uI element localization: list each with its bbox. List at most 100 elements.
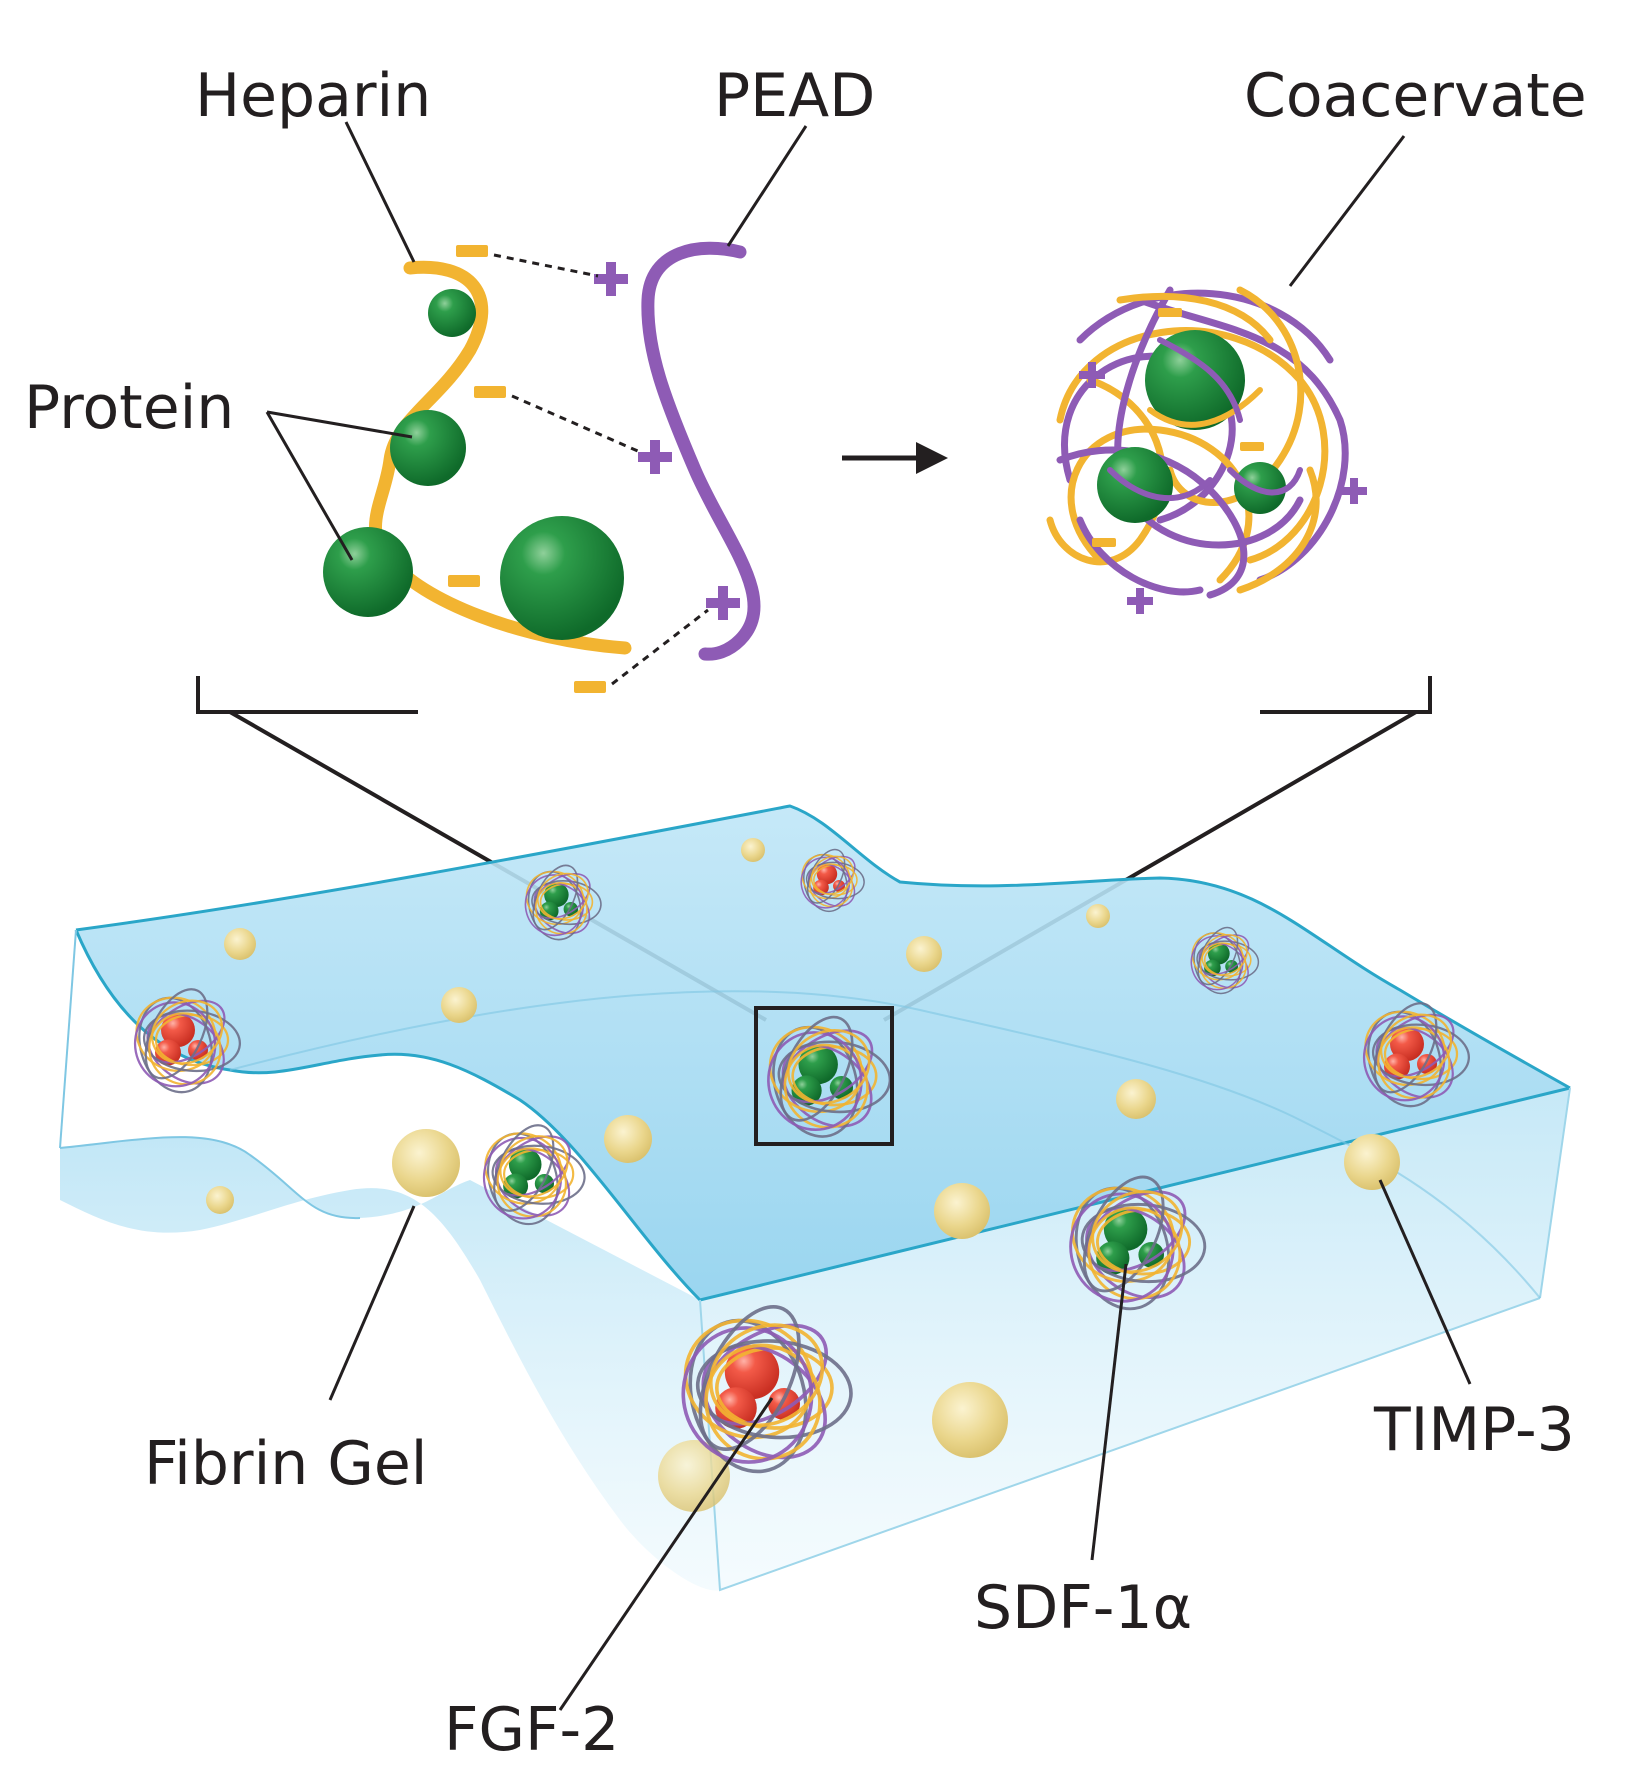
label-timp3: TIMP-3 xyxy=(1373,1395,1575,1465)
timp3-particle xyxy=(1344,1134,1400,1190)
polymer-strand xyxy=(786,1029,871,1105)
timp3-particle xyxy=(206,1186,234,1214)
polymer-strand xyxy=(491,1144,586,1205)
protein-sphere xyxy=(1097,447,1173,523)
positive-charge-icon xyxy=(1341,478,1367,504)
fgf2-protein-sphere xyxy=(715,1387,757,1429)
sdf1a-protein-sphere xyxy=(503,1173,529,1199)
polymer-strand xyxy=(1082,1175,1165,1293)
mini-coacervate xyxy=(482,1124,586,1226)
label-fibrin-gel: Fibrin Gel xyxy=(144,1429,427,1499)
polymer-strand xyxy=(779,1015,854,1122)
pead-strand xyxy=(641,241,761,661)
positive-charge-icon xyxy=(706,586,740,620)
timp3-particle xyxy=(658,1440,730,1512)
label-coacervate: Coacervate xyxy=(1244,61,1587,131)
polymer-strand xyxy=(537,872,589,920)
timp3-particle xyxy=(224,928,256,960)
mini-coacervate xyxy=(133,988,241,1094)
mini-coacervate xyxy=(767,1015,892,1138)
bottom-leader-lines xyxy=(328,1179,1472,1711)
polymer-strand xyxy=(806,848,846,904)
negative-charge-icon xyxy=(456,245,488,257)
positive-charge-icon xyxy=(1127,588,1153,614)
polymer-strand xyxy=(1080,1202,1207,1284)
polymer-strand xyxy=(708,1323,825,1428)
label-protein: Protein xyxy=(24,373,234,443)
polymer-strand xyxy=(1091,1190,1184,1274)
positive-charge-icon xyxy=(638,440,672,474)
mini-coacervate xyxy=(1362,1002,1470,1108)
timp3-particle xyxy=(934,1183,990,1239)
polymer-strand xyxy=(144,988,209,1080)
negative-charge-icon xyxy=(474,386,506,398)
timp3-particles xyxy=(206,838,1400,1512)
mini-coacervate xyxy=(1069,1175,1207,1311)
sdf1a-protein-sphere xyxy=(539,901,559,921)
label-sdf1a: SDF-1α xyxy=(974,1573,1192,1643)
mini-coacervate xyxy=(681,1304,853,1474)
positive-charge-icon xyxy=(594,262,628,296)
mini-coacervate xyxy=(800,848,865,913)
protein-sphere xyxy=(390,410,466,486)
timp3-particle xyxy=(1116,1079,1156,1119)
polymer-strand xyxy=(1371,1023,1470,1087)
negative-charge-icon xyxy=(448,575,480,587)
label-fgf2: FGF-2 xyxy=(444,1695,619,1764)
polymer-strand xyxy=(532,864,579,931)
protein-sphere xyxy=(1145,330,1245,430)
polymer-strand xyxy=(151,999,224,1065)
polymer-strand xyxy=(1380,1013,1453,1079)
timp3-particle xyxy=(1086,904,1110,928)
timp3-particle xyxy=(906,936,942,972)
positive-charge-icon xyxy=(1079,362,1105,388)
label-heparin: Heparin xyxy=(195,61,431,131)
interaction-lines xyxy=(493,253,709,686)
reaction-arrow xyxy=(842,442,948,474)
label-pead: PEAD xyxy=(714,61,875,131)
negative-charge-icon xyxy=(574,681,606,693)
negative-charge-icon xyxy=(1240,442,1264,451)
polymer-strand xyxy=(142,1009,241,1073)
polymer-strand xyxy=(1196,940,1260,981)
timp3-particle xyxy=(741,838,765,862)
polymer-strand xyxy=(695,1339,853,1440)
mini-coacervate xyxy=(524,864,602,941)
fgf2-protein-sphere xyxy=(813,879,829,896)
fgf2-protein-sphere xyxy=(155,1039,181,1066)
polymer-strand xyxy=(810,855,855,895)
timp3-particle xyxy=(932,1382,1008,1458)
polymer-strand xyxy=(531,880,602,926)
polymer-strand xyxy=(499,1135,569,1198)
zoom-highlight-box xyxy=(754,1006,894,1146)
coacervate-particle xyxy=(1046,286,1367,614)
timp3-particle xyxy=(604,1115,652,1163)
polymer-strand xyxy=(1197,926,1239,986)
gel-coacervates xyxy=(133,848,1470,1474)
polymer-strand xyxy=(1201,934,1248,976)
heparin-strand xyxy=(369,260,632,655)
negative-charge-icon xyxy=(1158,308,1182,317)
negative-charge-icon xyxy=(1092,538,1116,547)
timp3-particle xyxy=(441,987,477,1023)
protein-spheres xyxy=(323,289,624,640)
mini-coacervate xyxy=(1190,926,1260,995)
sdf1a-protein-sphere xyxy=(1204,959,1221,977)
top-leader-lines xyxy=(265,121,1406,561)
positive-charges xyxy=(594,262,740,620)
negative-charges xyxy=(448,245,606,693)
polymer-strand xyxy=(698,1304,801,1452)
polymer-strand xyxy=(805,861,865,900)
polymer-strand xyxy=(777,1040,892,1114)
timp3-particle xyxy=(392,1129,460,1197)
protein-sphere xyxy=(323,527,413,617)
polymer-strand xyxy=(1373,1002,1438,1094)
sdf1a-protein-sphere xyxy=(1096,1241,1130,1275)
fgf2-protein-sphere xyxy=(1384,1053,1410,1080)
protein-sphere xyxy=(428,289,476,337)
protein-sphere xyxy=(500,516,624,640)
sdf1a-protein-sphere xyxy=(791,1075,822,1106)
polymer-strand xyxy=(493,1124,555,1212)
